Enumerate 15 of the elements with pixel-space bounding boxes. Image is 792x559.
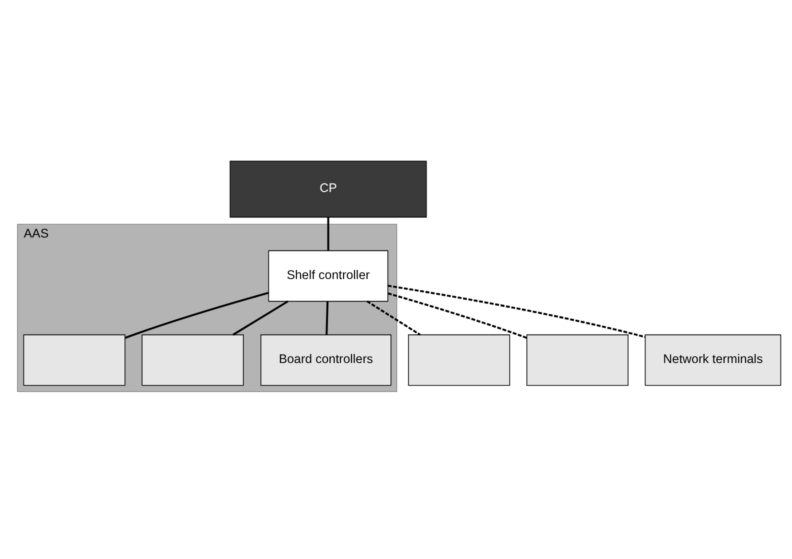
node-box xyxy=(408,334,510,386)
connector xyxy=(326,301,329,335)
node-box: Network terminals xyxy=(644,334,782,386)
connector xyxy=(232,300,288,336)
connector xyxy=(327,217,330,250)
node-box xyxy=(142,334,244,386)
connector xyxy=(388,292,527,339)
connector xyxy=(388,284,646,338)
node-box xyxy=(526,334,628,386)
connector xyxy=(124,292,269,339)
node-box: Shelf controller xyxy=(268,250,388,302)
node-box: CP xyxy=(230,160,427,218)
connector xyxy=(366,300,421,336)
node-box xyxy=(23,334,126,386)
node-box: Board controllers xyxy=(260,334,392,386)
